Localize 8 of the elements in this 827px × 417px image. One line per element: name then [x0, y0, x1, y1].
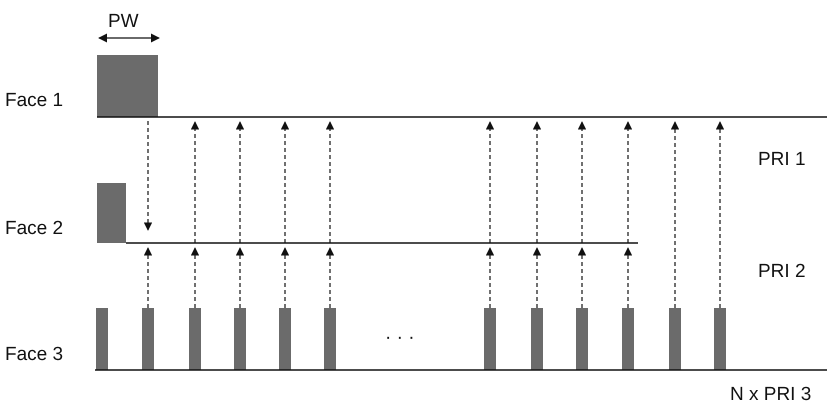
pulse-width-label: PW: [108, 12, 139, 31]
face-label: Face 1: [5, 91, 64, 110]
interval-label: PRI 2: [758, 262, 806, 281]
face-label: Face 3: [5, 345, 64, 364]
interval-label: PRI 1: [758, 150, 806, 169]
face-label: Face 2: [5, 219, 64, 238]
ellipsis: · · ·: [385, 328, 415, 347]
interval-label: N x PRI 3: [730, 385, 812, 404]
